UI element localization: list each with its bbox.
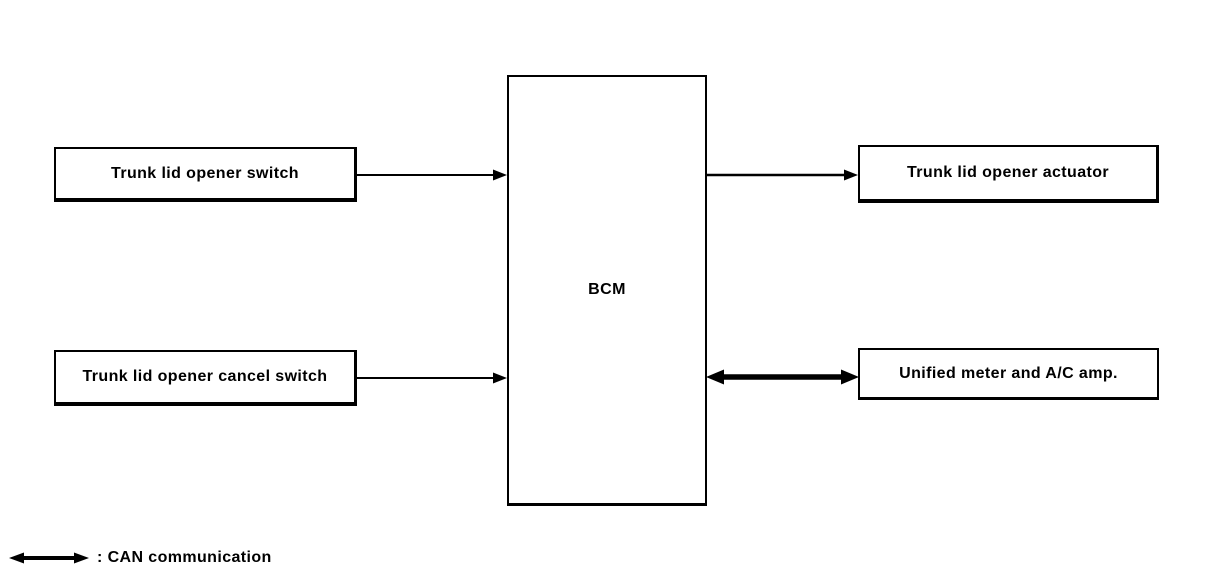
arrow-cancel-switch-to-bcm bbox=[357, 372, 507, 384]
node-label: BCM bbox=[588, 281, 626, 299]
node-label: Trunk lid opener actuator bbox=[906, 164, 1110, 182]
node-bcm: BCM bbox=[507, 75, 707, 506]
node-label: Trunk lid opener cancel switch bbox=[82, 368, 328, 386]
node-trunk-lid-opener-cancel-switch: Trunk lid opener cancel switch bbox=[54, 350, 357, 406]
legend-label: : CAN communication bbox=[97, 549, 272, 566]
legend: : CAN communication bbox=[8, 548, 272, 568]
arrow-bcm-to-actuator bbox=[707, 169, 858, 181]
can-double-arrow-icon bbox=[9, 552, 89, 564]
node-label: Unified meter and A/C amp. bbox=[899, 364, 1118, 382]
node-trunk-lid-opener-actuator: Trunk lid opener actuator bbox=[858, 145, 1159, 203]
node-unified-meter-ac-amp: Unified meter and A/C amp. bbox=[858, 348, 1159, 400]
node-trunk-lid-opener-switch: Trunk lid opener switch bbox=[54, 147, 357, 202]
arrow-bcm-unified-meter-can bbox=[706, 369, 859, 385]
arrow-switch-to-bcm bbox=[357, 169, 507, 181]
node-label: Trunk lid opener switch bbox=[111, 164, 299, 182]
